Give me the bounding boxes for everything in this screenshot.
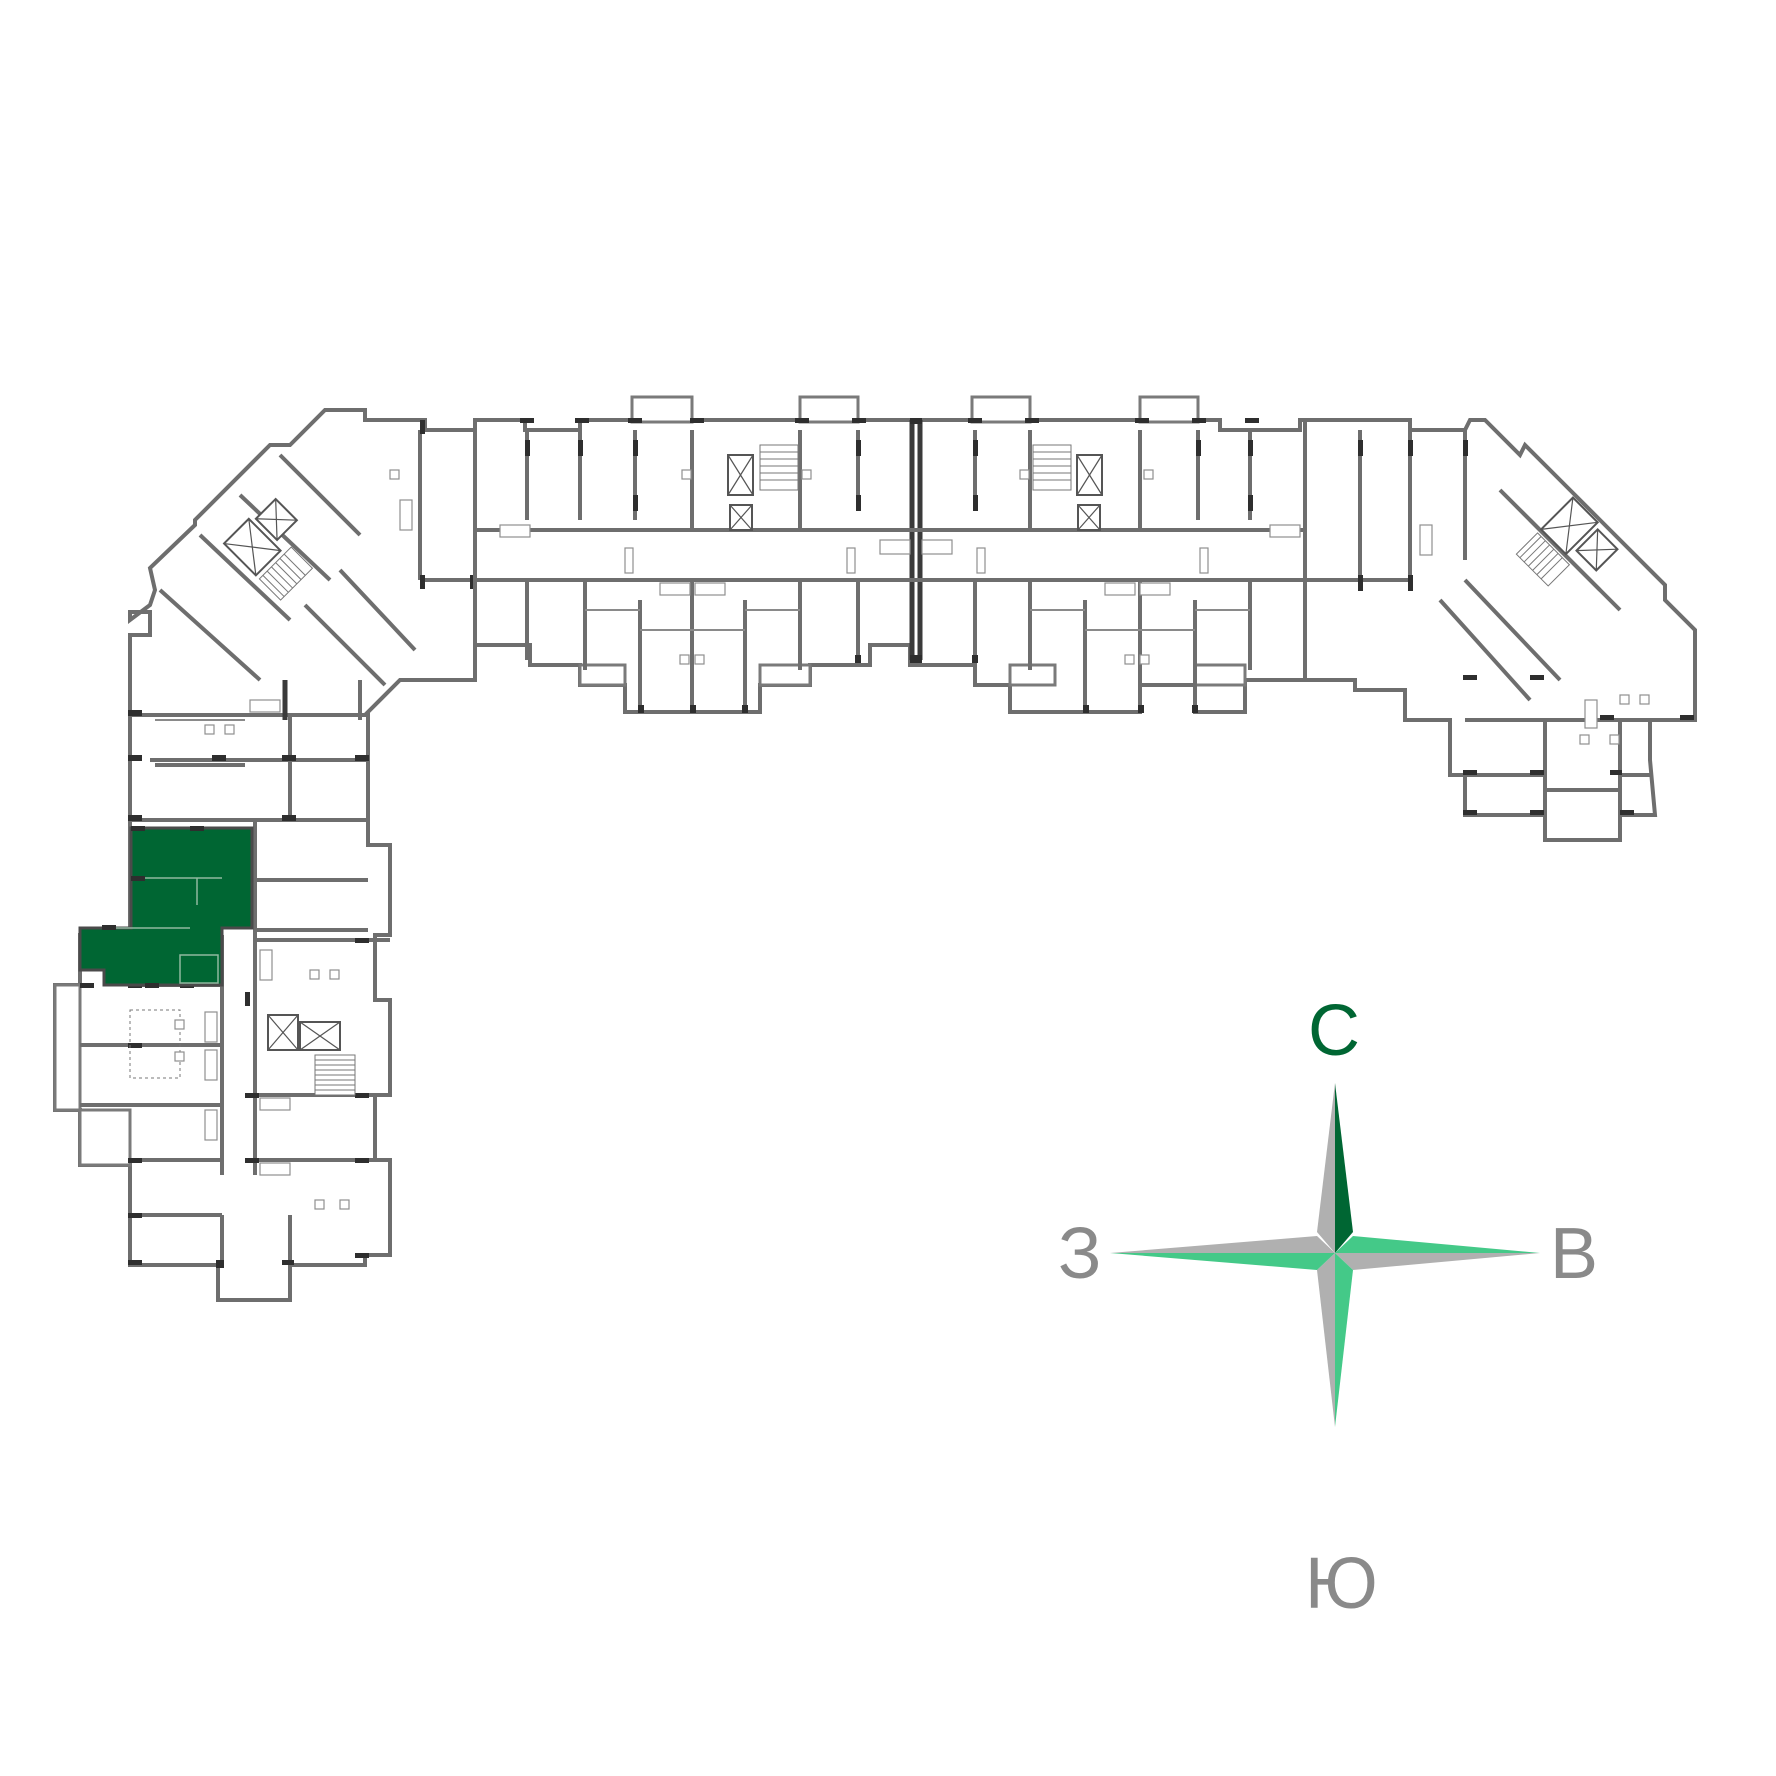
compass-south-left [1317,1253,1335,1427]
compass-south-right [1335,1253,1353,1427]
compass-north-left [1317,1083,1335,1253]
north-bar [473,395,1307,714]
compass-label-west: З [1058,1214,1102,1294]
compass-east-top [1335,1236,1540,1253]
compass-west-top [1110,1236,1335,1253]
stairs-west [314,1054,356,1096]
highlighted-apartment[interactable] [78,826,254,988]
compass-label-east: В [1550,1214,1599,1294]
compass-east-bottom [1335,1253,1540,1270]
stairs-center-right [1032,444,1072,491]
northeast-corner [1303,418,1697,842]
compass-north-right [1335,1083,1353,1253]
compass-west-bottom [1110,1253,1335,1270]
stairs-center-left [759,444,799,491]
compass-label-south: Ю [1305,1544,1378,1624]
compass-rose [1110,1083,1540,1427]
west-wing [53,713,392,1302]
compass-label-north: С [1308,991,1360,1071]
northwest-corner [128,408,477,821]
